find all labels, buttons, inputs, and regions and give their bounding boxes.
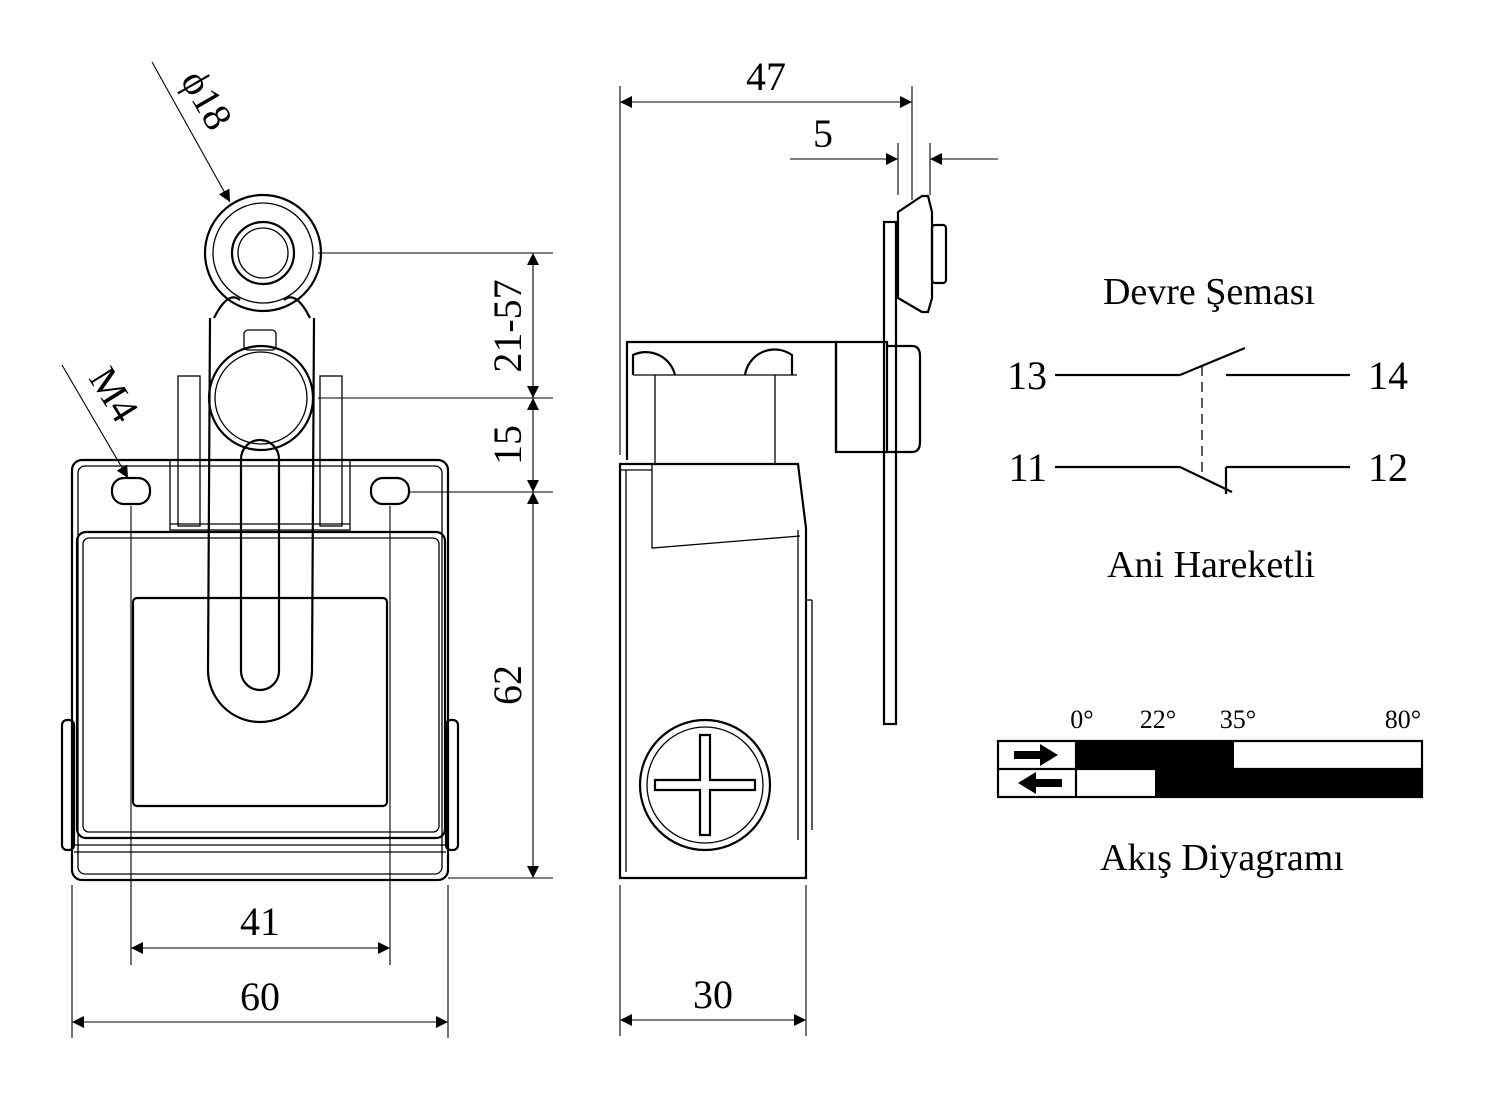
cover-screw: [638, 718, 772, 852]
mount-hole-left: [110, 476, 152, 506]
angle-label-0: 0°: [1070, 705, 1093, 734]
circuit-title: Devre Şeması: [1103, 271, 1315, 313]
forward-arrow-icon: [1014, 744, 1058, 766]
front-view: [60, 193, 460, 882]
front-dimensions: ϕ18 M4 21-57 15 62 41 60: [61, 61, 553, 1038]
backward-arrow-icon: [1018, 772, 1062, 794]
flow-diagram: 0° 22° 35° 80° Akış Diyagramı: [996, 705, 1424, 879]
flow-bar-return: [1155, 769, 1422, 797]
terminal-12: 12: [1368, 445, 1408, 490]
body-width-label: 60: [240, 974, 280, 1019]
side-view: [618, 194, 948, 880]
pivot-offset-label: 15: [485, 425, 530, 465]
roller-wheel: [203, 193, 323, 313]
circuit-subtitle: Ani Hareketli: [1107, 544, 1315, 586]
flow-bar-forward: [1076, 741, 1234, 769]
terminal-11: 11: [1008, 445, 1047, 490]
mount-thread-label: M4: [80, 359, 148, 430]
terminal-14: 14: [1368, 353, 1408, 398]
flow-title: Akış Diyagramı: [1100, 837, 1344, 879]
angle-label-35: 35°: [1220, 705, 1256, 734]
circuit-diagram: Devre Şeması 13 14 11 12 Ani Hareketli: [1007, 271, 1408, 586]
mount-hole-right: [369, 476, 411, 506]
hole-spacing-label: 41: [240, 899, 280, 944]
total-depth-label: 47: [746, 54, 786, 99]
roller-width-label: 5: [813, 111, 833, 156]
body-height-label: 62: [485, 665, 530, 705]
side-dimensions: 47 5 30: [619, 54, 998, 1036]
roller-diameter-label: ϕ18: [172, 62, 242, 137]
angle-label-22: 22°: [1140, 705, 1176, 734]
lever-length-label: 21-57: [485, 279, 530, 372]
angle-label-80: 80°: [1385, 705, 1421, 734]
body-depth-label: 30: [693, 972, 733, 1017]
terminal-13: 13: [1007, 353, 1047, 398]
